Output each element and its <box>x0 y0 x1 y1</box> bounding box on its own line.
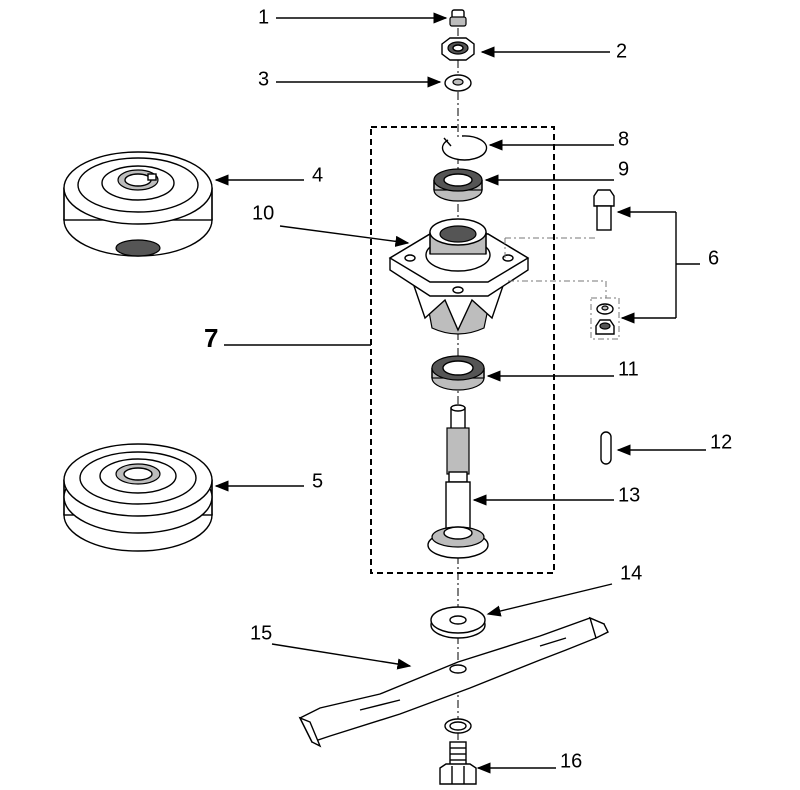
part-2-lock-nut <box>441 37 475 61</box>
part-9-bearing <box>433 168 483 202</box>
part-10-spindle-housing <box>388 218 530 335</box>
part-13-spindle-shaft <box>427 404 489 559</box>
callout-8: 8 <box>618 128 629 150</box>
callout-6: 6 <box>708 247 719 269</box>
part-15-mower-blade <box>298 616 609 748</box>
callout-labels: 1 2 3 4 5 6 7 8 9 10 11 12 13 14 15 16 <box>204 6 732 772</box>
callout-5: 5 <box>312 470 323 492</box>
part-4-pulley <box>63 151 213 257</box>
leader-lines <box>214 12 706 774</box>
leader-14 <box>486 583 613 617</box>
part-5-double-pulley <box>63 443 213 552</box>
callout-12: 12 <box>710 431 732 453</box>
callout-2: 2 <box>616 40 627 62</box>
callout-14: 14 <box>620 562 642 584</box>
part-8-snap-ring <box>441 135 488 161</box>
part-3-washer <box>444 74 472 92</box>
callout-10: 10 <box>252 202 274 224</box>
callout-11: 11 <box>618 358 639 380</box>
leader-15 <box>271 643 412 670</box>
callout-3: 3 <box>258 68 269 90</box>
callout-9: 9 <box>618 158 629 180</box>
part-12-pin <box>600 431 612 465</box>
callout-7: 7 <box>204 323 218 353</box>
part-1-grease-fitting <box>449 9 467 27</box>
spindle-assembly-box <box>370 126 555 574</box>
callout-16: 16 <box>560 750 582 772</box>
part-11-bearing <box>431 355 485 391</box>
callout-1: 1 <box>258 6 269 28</box>
part-6-bolt-kit <box>504 189 620 340</box>
callout-4: 4 <box>312 164 323 186</box>
callout-15: 15 <box>250 622 272 644</box>
part-14-blade-washer <box>430 606 486 639</box>
leader-10 <box>279 225 410 247</box>
callout-13: 13 <box>618 484 640 506</box>
part-16-blade-bolt <box>439 718 477 785</box>
